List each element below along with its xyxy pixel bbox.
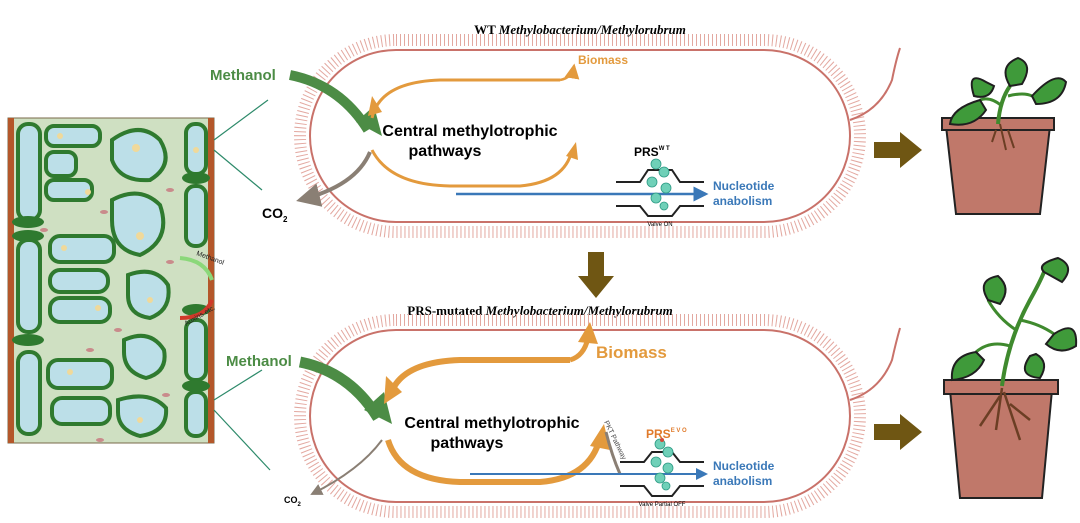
mut-central-line1: Central methylotrophic bbox=[404, 415, 579, 432]
mut-biomass-label: Biomass bbox=[596, 343, 667, 362]
mut-valve-label: Valve Partial OFF bbox=[639, 502, 686, 508]
wt-nucleotide-line1: Nucleotide bbox=[713, 179, 775, 193]
wt-flagellum bbox=[849, 47, 901, 121]
mut-nucleotide-line1: Nucleotide bbox=[713, 459, 775, 473]
leaf-cross-section bbox=[7, 117, 215, 444]
wt-valve-icon bbox=[616, 158, 704, 217]
wt-co2-arrow bbox=[296, 151, 372, 207]
connector-line bbox=[213, 369, 263, 401]
wt-valve-label: Valve ON bbox=[647, 222, 672, 228]
mut-co2-label: CO2 bbox=[284, 495, 302, 508]
wt-biomass-label: Biomass bbox=[578, 53, 628, 67]
wt-central-line2: pathways bbox=[409, 143, 482, 160]
connector-line bbox=[213, 149, 263, 191]
mut-cell bbox=[294, 314, 901, 518]
mut-cycle-bottom bbox=[385, 437, 603, 485]
connector-line bbox=[213, 99, 269, 141]
large-plant-icon bbox=[943, 256, 1078, 499]
connector-line bbox=[213, 409, 271, 471]
small-plant-icon bbox=[941, 56, 1068, 215]
wt-cycle-bottom bbox=[370, 149, 574, 188]
down-arrow bbox=[578, 252, 614, 298]
mut-valve-icon bbox=[620, 438, 704, 497]
wt-cell bbox=[294, 34, 901, 238]
wt-prs-label: PRSW T bbox=[634, 145, 670, 159]
mut-prs-label: PRSE V O bbox=[646, 427, 687, 441]
wt-plant-arrow bbox=[874, 132, 922, 168]
mut-flagellum bbox=[849, 327, 901, 401]
mut-central-line2: pathways bbox=[431, 435, 504, 452]
wt-co2-label: CO2 bbox=[262, 205, 288, 224]
wt-methanol-label: Methanol bbox=[210, 67, 276, 84]
mut-methanol-label: Methanol bbox=[226, 353, 292, 370]
mut-plant-arrow bbox=[874, 414, 922, 450]
mut-pkt-arrow bbox=[604, 431, 622, 475]
wt-biomass-arrow bbox=[559, 63, 580, 82]
wt-central-line1: Central methylotrophic bbox=[382, 123, 557, 140]
wt-title: WT Methylobacterium/Methylorubrum bbox=[474, 22, 686, 37]
wt-nucleotide-line2: anabolism bbox=[713, 194, 772, 208]
mut-co2-arrow bbox=[310, 439, 383, 495]
mut-title: PRS-mutated Methylobacterium/Methylorubr… bbox=[407, 303, 672, 318]
mut-nucleotide-line2: anabolism bbox=[713, 474, 772, 488]
